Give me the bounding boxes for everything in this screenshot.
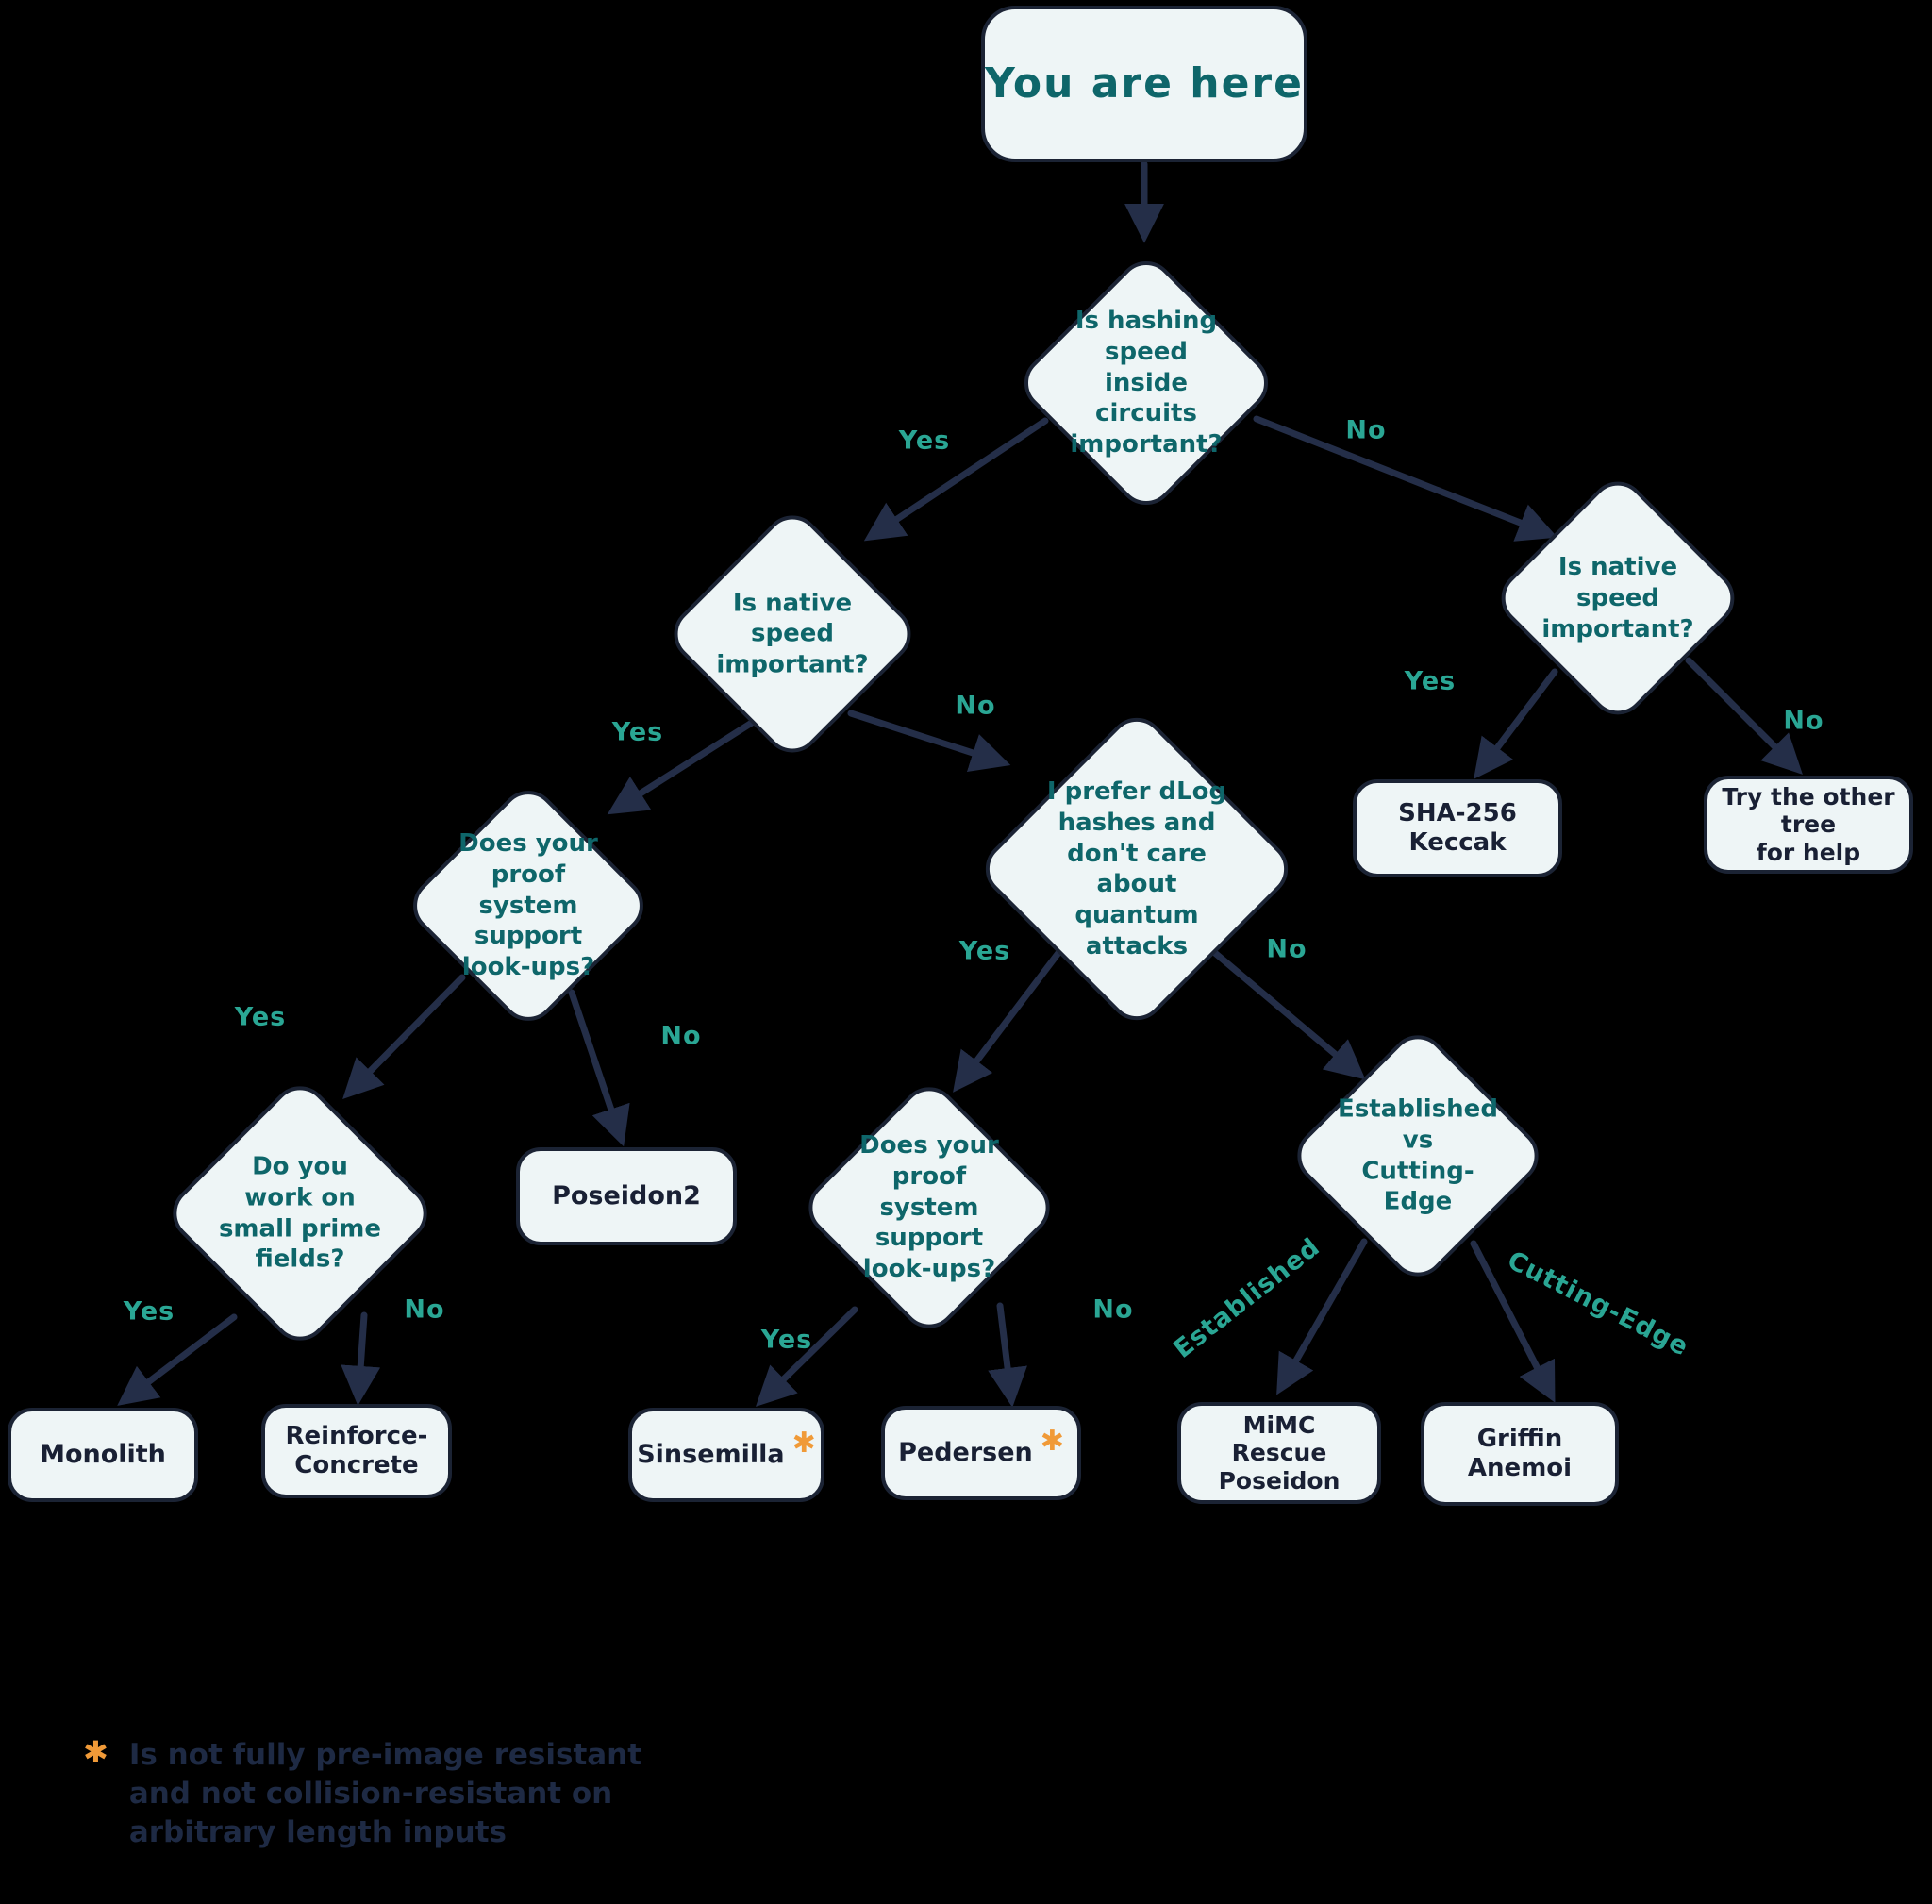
edge-label-lookups-mid-yes: Yes <box>760 1325 813 1355</box>
result-monolith-label: Monolith <box>40 1440 166 1470</box>
footnote: ✱ Is not fully pre-image resistant and n… <box>83 1734 642 1852</box>
question-dlog-quantum: I prefer dLog hashes and don't care abou… <box>974 706 1300 1032</box>
question-established-label: Established vs Cutting- Edge <box>1338 1094 1498 1216</box>
result-griffin-anemoi: Griffin Anemoi <box>1421 1402 1619 1506</box>
result-pedersen: Pedersen✱ <box>881 1406 1081 1500</box>
edge-established <box>1276 1238 1368 1395</box>
question-native-speed-left-label: Is native speed important? <box>716 588 869 679</box>
edge-lookups-left-yes <box>342 974 466 1099</box>
edge-label-native-right-yes: Yes <box>1404 666 1457 696</box>
question-native-speed-left: Is native speed important? <box>662 504 923 764</box>
result-sinsemilla: Sinsemilla✱ <box>628 1408 824 1502</box>
result-pedersen-label: Pedersen <box>898 1438 1033 1468</box>
edge-native-right-no <box>1685 657 1803 775</box>
edge-label-smallprime-yes: Yes <box>123 1296 175 1327</box>
result-monolith: Monolith <box>8 1408 198 1502</box>
start-node: You are here <box>981 6 1307 162</box>
question-native-speed-right: Is native speed important? <box>1490 470 1746 727</box>
question-lookups-mid-label: Does your proof system support look-ups? <box>859 1131 999 1284</box>
edge-label-native-right-no: No <box>1783 706 1824 736</box>
result-other-tree-label: Try the other tree for help <box>1722 782 1895 866</box>
edge-label-dlog-no: No <box>1266 934 1307 964</box>
question-native-speed-right-label: Is native speed important? <box>1541 552 1694 643</box>
result-sha-keccak: SHA-256 Keccak <box>1353 779 1562 877</box>
footnote-text: Is not fully pre-image resistant and not… <box>128 1738 642 1849</box>
edge-lookups-left-no <box>568 989 630 1147</box>
edge-label-lookups-mid-no: No <box>1092 1294 1134 1325</box>
footnote-marker-icon: ✱ <box>1040 1425 1064 1459</box>
edge-smallprime-no <box>341 1311 381 1406</box>
edge-label-smallprime-no: No <box>404 1294 445 1325</box>
edge-label-dlog-yes: Yes <box>958 936 1011 966</box>
question-hashing-speed: Is hashing speed inside circuits importa… <box>1012 249 1280 517</box>
edge-label-hashing-yes: Yes <box>898 426 951 456</box>
edge-smallprime-yes <box>117 1313 238 1406</box>
edge-lookups-mid-yes <box>755 1306 858 1407</box>
question-small-prime: Do you work on small prime fields? <box>160 1074 440 1353</box>
result-sinsemilla-label: Sinsemilla <box>637 1440 785 1470</box>
footnote-marker-icon: ✱ <box>83 1734 108 1770</box>
edge-native-right-yes <box>1474 668 1558 779</box>
question-lookups-left-label: Does your proof system support look-ups? <box>458 829 598 982</box>
edge-label-lookups-left-yes: Yes <box>234 1002 287 1032</box>
edge-cutting-edge <box>1470 1240 1556 1403</box>
start-label: You are here <box>985 59 1304 109</box>
result-griffin-label: Griffin Anemoi <box>1467 1425 1573 1482</box>
edge-native-left-no <box>847 710 1011 773</box>
footnote-marker-icon: ✱ <box>791 1427 816 1461</box>
result-poseidon2: Poseidon2 <box>516 1147 737 1245</box>
edge-label-hashing-no: No <box>1345 415 1387 445</box>
edge-hashing-no <box>1253 415 1558 542</box>
result-mimc-label: MiMC Rescue Poseidon <box>1218 1411 1341 1495</box>
edge-dlog-yes <box>953 942 1068 1093</box>
edge-dlog-no <box>1200 940 1366 1080</box>
result-sha-keccak-label: SHA-256 Keccak <box>1398 799 1517 857</box>
result-reinforced-concrete: Reinforce- Concrete <box>261 1404 452 1498</box>
result-mimc-rescue-poseidon: MiMC Rescue Poseidon <box>1177 1402 1381 1504</box>
result-reinforced-concrete-label: Reinforce- Concrete <box>285 1422 428 1479</box>
edge-label-native-left-no: No <box>955 691 996 721</box>
result-poseidon2-label: Poseidon2 <box>552 1181 701 1211</box>
edge-label-native-left-yes: Yes <box>611 717 664 747</box>
question-dlog-quantum-label: I prefer dLog hashes and don't care abou… <box>1046 777 1227 960</box>
result-other-tree: Try the other tree for help <box>1704 776 1913 874</box>
question-small-prime-label: Do you work on small prime fields? <box>218 1152 382 1274</box>
edge-hashing-yes <box>863 417 1049 542</box>
edge-native-left-yes <box>607 717 758 815</box>
question-established-vs-cutting: Established vs Cutting- Edge <box>1285 1023 1551 1289</box>
edge-label-lookups-left-no: No <box>660 1021 702 1051</box>
question-lookups-left: Does your proof system support look-ups? <box>401 778 656 1033</box>
question-lookups-mid: Does your proof system support look-ups? <box>796 1075 1062 1341</box>
edge-lookups-mid-no <box>988 1302 1027 1408</box>
question-hashing-speed-label: Is hashing speed inside circuits importa… <box>1070 307 1223 459</box>
